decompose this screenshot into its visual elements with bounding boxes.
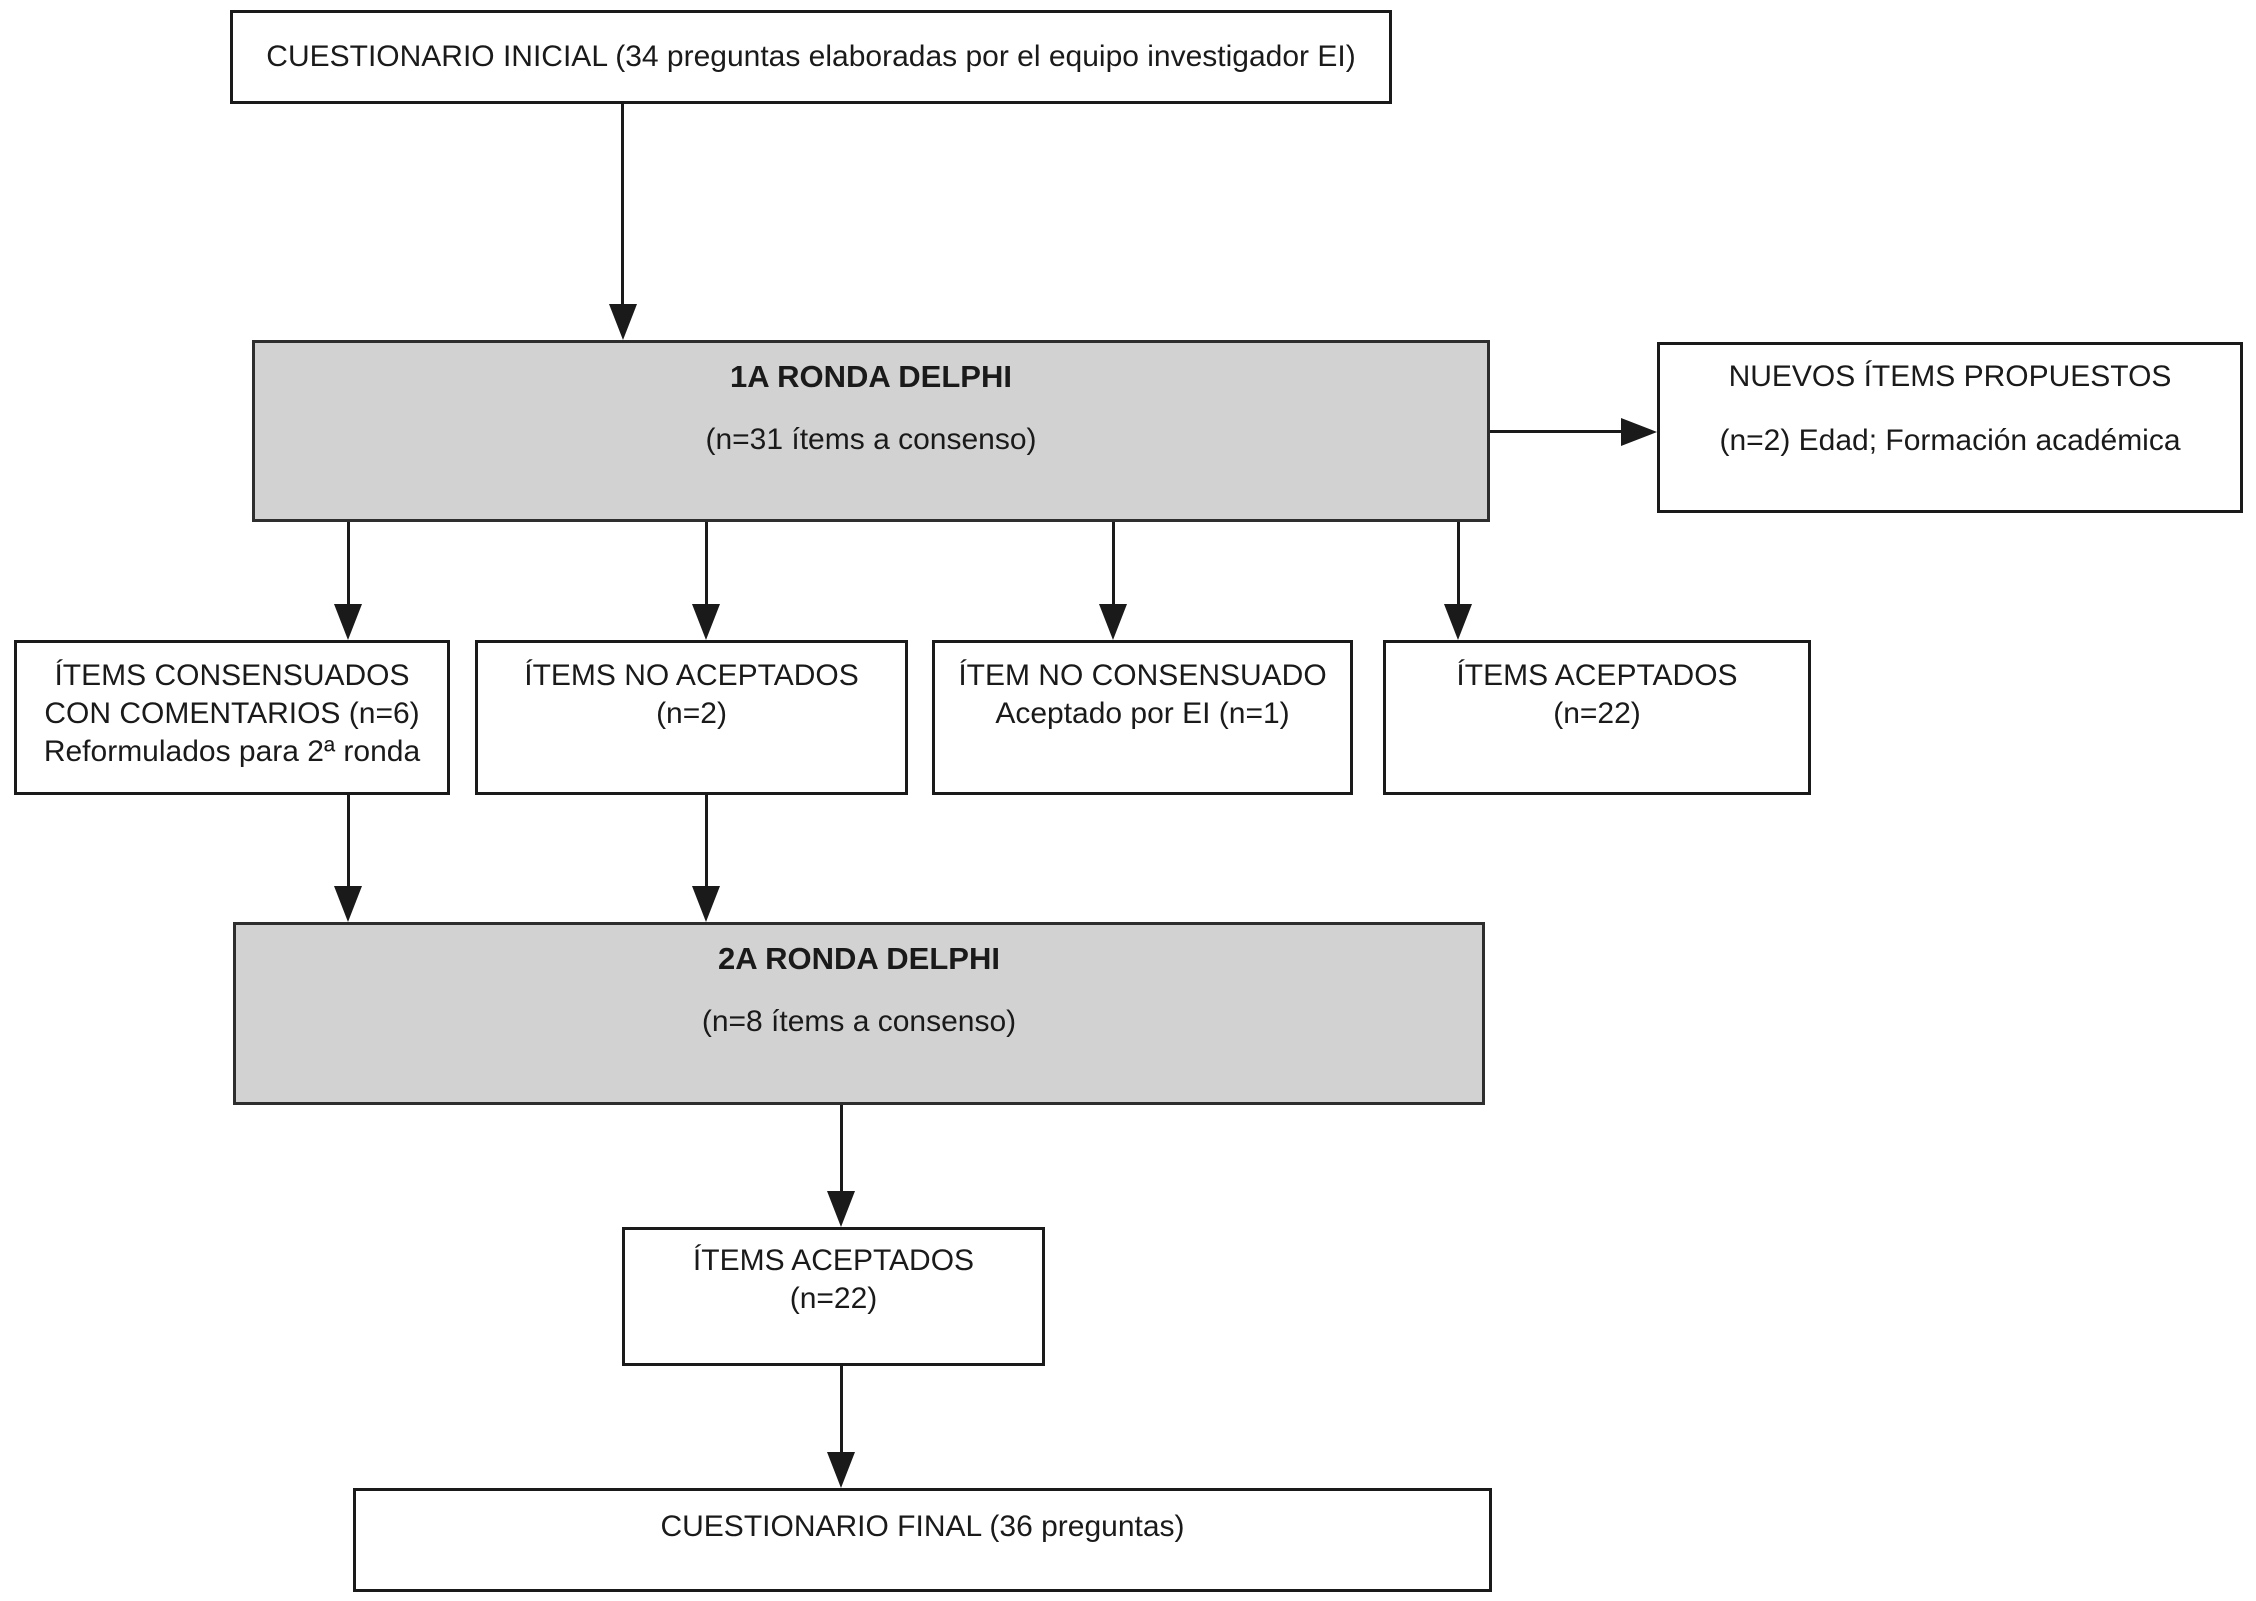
arrowhead-down-icon — [692, 886, 720, 922]
box-ronda2-delphi: 2A RONDA DELPHI (n=8 ítems a consenso) — [233, 922, 1485, 1105]
connector-round1-no-aceptados — [705, 522, 708, 604]
arrowhead-down-icon — [334, 886, 362, 922]
box-items-aceptados-ronda2: ÍTEMS ACEPTADOS (n=22) — [622, 1227, 1045, 1366]
aceptados-r1-line2: (n=22) — [1553, 697, 1641, 730]
connector-round1-aceptados — [1457, 522, 1460, 604]
nuevos-items-line2: (n=2) Edad; Formación académica — [1719, 424, 2181, 457]
connector-initial-round1 — [621, 104, 624, 304]
box-nuevos-items-propuestos: NUEVOS ÍTEMS PROPUESTOS (n=2) Edad; Form… — [1657, 342, 2243, 513]
box-cuestionario-final: CUESTIONARIO FINAL (36 preguntas) — [353, 1488, 1492, 1592]
cuestionario-inicial-text: CUESTIONARIO INICIAL (34 preguntas elabo… — [266, 40, 1356, 73]
aceptados-r2-line1: ÍTEMS ACEPTADOS — [692, 1244, 975, 1277]
connector-no-aceptados-round2 — [705, 795, 708, 886]
connector-round1-no-consensuado — [1112, 522, 1115, 604]
arrowhead-right-icon — [1621, 418, 1657, 446]
arrowhead-down-icon — [692, 604, 720, 640]
box-items-aceptados-ronda1: ÍTEMS ACEPTADOS (n=22) — [1383, 640, 1811, 795]
box-items-no-aceptados: ÍTEMS NO ACEPTADOS (n=2) — [475, 640, 908, 795]
box-ronda1-delphi: 1A RONDA DELPHI (n=31 ítems a consenso) — [252, 340, 1490, 522]
connector-round2-aceptados — [840, 1105, 843, 1191]
nuevos-items-line1: NUEVOS ÍTEMS PROPUESTOS — [1728, 360, 2172, 393]
connector-round1-consensuados — [347, 522, 350, 604]
box-cuestionario-inicial: CUESTIONARIO INICIAL (34 preguntas elabo… — [230, 10, 1392, 104]
connector-consensuados-round2 — [347, 795, 350, 886]
ronda1-title: 1A RONDA DELPHI — [730, 359, 1012, 394]
arrowhead-down-icon — [827, 1191, 855, 1227]
consensuados-line2: CON COMENTARIOS (n=6) — [44, 697, 420, 730]
consensuados-line1: ÍTEMS CONSENSUADOS — [54, 659, 410, 692]
ronda2-subtitle: (n=8 ítems a consenso) — [701, 1005, 1017, 1038]
no-aceptados-line1: ÍTEMS NO ACEPTADOS — [524, 659, 859, 692]
connector-round1-newitems — [1490, 430, 1621, 433]
ronda1-subtitle: (n=31 ítems a consenso) — [705, 423, 1037, 456]
box-item-no-consensuado: ÍTEM NO CONSENSUADO Aceptado por EI (n=1… — [932, 640, 1353, 795]
cuestionario-final-text: CUESTIONARIO FINAL (36 preguntas) — [660, 1510, 1185, 1543]
connector-aceptados-final — [840, 1366, 843, 1452]
arrowhead-down-icon — [609, 304, 637, 340]
aceptados-r1-line1: ÍTEMS ACEPTADOS — [1456, 659, 1738, 692]
ronda2-title: 2A RONDA DELPHI — [718, 941, 1000, 976]
no-consensuado-line1: ÍTEM NO CONSENSUADO — [958, 659, 1327, 692]
arrowhead-down-icon — [334, 604, 362, 640]
consensuados-line3: Reformulados para 2ª ronda — [43, 735, 421, 768]
no-aceptados-line2: (n=2) — [656, 697, 727, 730]
box-items-consensuados: ÍTEMS CONSENSUADOS CON COMENTARIOS (n=6)… — [14, 640, 450, 795]
arrowhead-down-icon — [1099, 604, 1127, 640]
arrowhead-down-icon — [1444, 604, 1472, 640]
aceptados-r2-line2: (n=22) — [789, 1282, 878, 1315]
arrowhead-down-icon — [827, 1452, 855, 1488]
no-consensuado-line2: Aceptado por EI (n=1) — [995, 697, 1290, 730]
